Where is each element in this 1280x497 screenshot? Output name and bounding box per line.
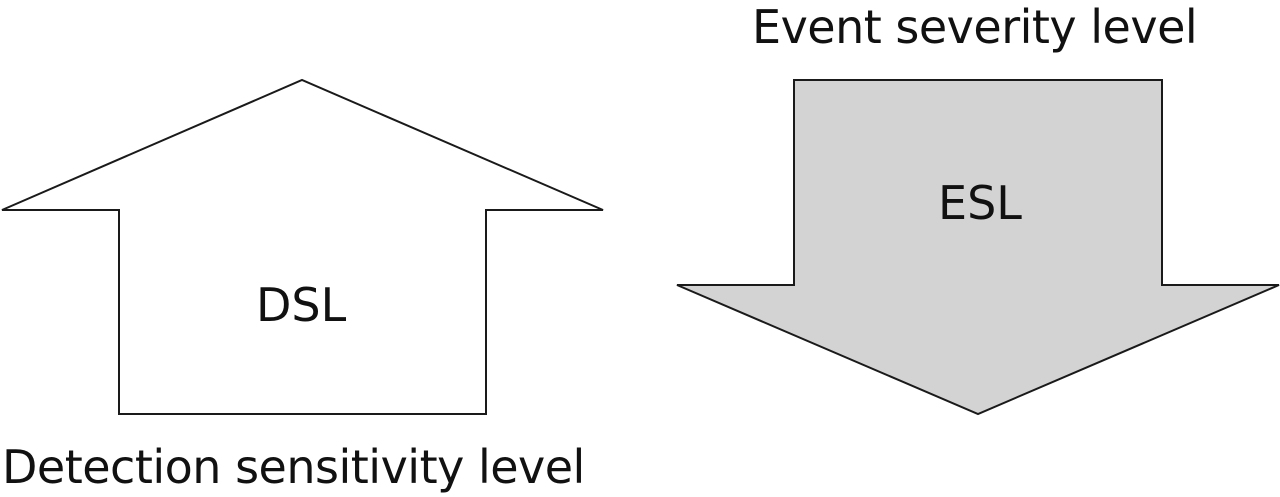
detection-sensitivity-level-caption: Detection sensitivity level [2, 440, 585, 494]
event-down-arrow [676, 79, 1280, 416]
esl-label: ESL [938, 176, 1022, 230]
detection-up-arrow [1, 78, 604, 415]
dsl-label: DSL [256, 278, 347, 332]
event-severity-level-caption: Event severity level [752, 0, 1198, 54]
